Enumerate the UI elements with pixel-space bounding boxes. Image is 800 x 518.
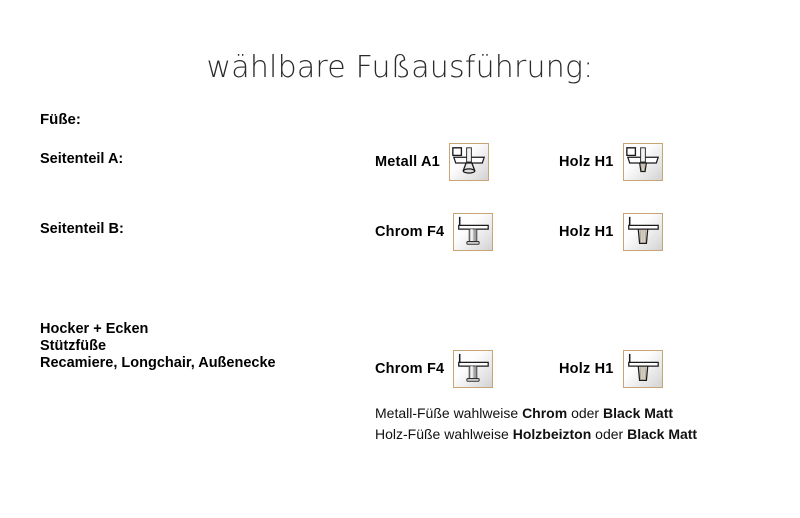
footnotes: Metall-Füße wahlweise Chrom oder Black M… xyxy=(375,403,697,445)
footnote-line-holz: Holz-Füße wahlweise Holzbeizton oder Bla… xyxy=(375,424,697,445)
row-label-line-1: Hocker + Ecken xyxy=(40,321,149,337)
row-label-seitenteil-b: Seitenteil B: xyxy=(40,221,124,237)
option-label-holz-h1-row2: Holz H1 xyxy=(559,224,614,240)
option-label-chrom-f4-row3: Chrom F4 xyxy=(375,361,445,377)
option-holz-h1-row3[interactable]: Holz H1 xyxy=(559,350,663,388)
metal-cone-foot-thumbnail[interactable] xyxy=(448,143,489,181)
footnote-holz-conjunction: oder xyxy=(591,426,628,442)
footnote-holz-option-2: Black Matt xyxy=(627,426,698,442)
footnote-metall-option-2: Black Matt xyxy=(603,405,674,421)
chrome-cylinder-foot-thumbnail[interactable] xyxy=(453,213,494,251)
option-chrom-f4-row2[interactable]: Chrom F4 xyxy=(375,213,494,251)
section-heading-fuesse: Füße: xyxy=(40,111,81,128)
row-label-seitenteil-a: Seitenteil A: xyxy=(40,151,124,167)
option-holz-h1-row1[interactable]: Holz H1 xyxy=(559,143,663,181)
option-metall-a1[interactable]: Metall A1 xyxy=(375,143,489,181)
wood-cone-foot-thumbnail[interactable] xyxy=(622,143,663,181)
option-holz-h1-row2[interactable]: Holz H1 xyxy=(559,213,663,251)
option-label-holz-h1-row1: Holz H1 xyxy=(559,154,614,170)
option-chrom-f4-row3[interactable]: Chrom F4 xyxy=(375,350,494,388)
chrome-cylinder-foot-thumbnail[interactable] xyxy=(453,350,494,388)
footnote-holz-prefix: Holz-Füße wahlweise xyxy=(375,426,513,442)
option-label-chrom-f4-row2: Chrom F4 xyxy=(375,224,445,240)
row-label-line-3: Recamiere, Longchair, Außenecke xyxy=(40,355,276,371)
wood-block-foot-thumbnail[interactable] xyxy=(622,213,663,251)
option-label-metall-a1: Metall A1 xyxy=(375,154,440,170)
page-title: wählbare Fußausführung: xyxy=(206,50,594,85)
option-label-holz-h1-row3: Holz H1 xyxy=(559,361,614,377)
wood-block-foot-thumbnail[interactable] xyxy=(622,350,663,388)
footnote-metall-option-1: Chrom xyxy=(522,405,568,421)
row-label-line-2: Stützfüße xyxy=(40,338,107,354)
footnote-metall-conjunction: oder xyxy=(567,405,603,421)
row-label-hocker-ecken-group: Hocker + Ecken Stützfüße Recamiere, Long… xyxy=(40,321,276,372)
footnote-metall-prefix: Metall-Füße wahlweise xyxy=(375,405,523,421)
footnote-line-metall: Metall-Füße wahlweise Chrom oder Black M… xyxy=(375,403,697,424)
footnote-holz-option-1: Holzbeizton xyxy=(512,426,592,442)
